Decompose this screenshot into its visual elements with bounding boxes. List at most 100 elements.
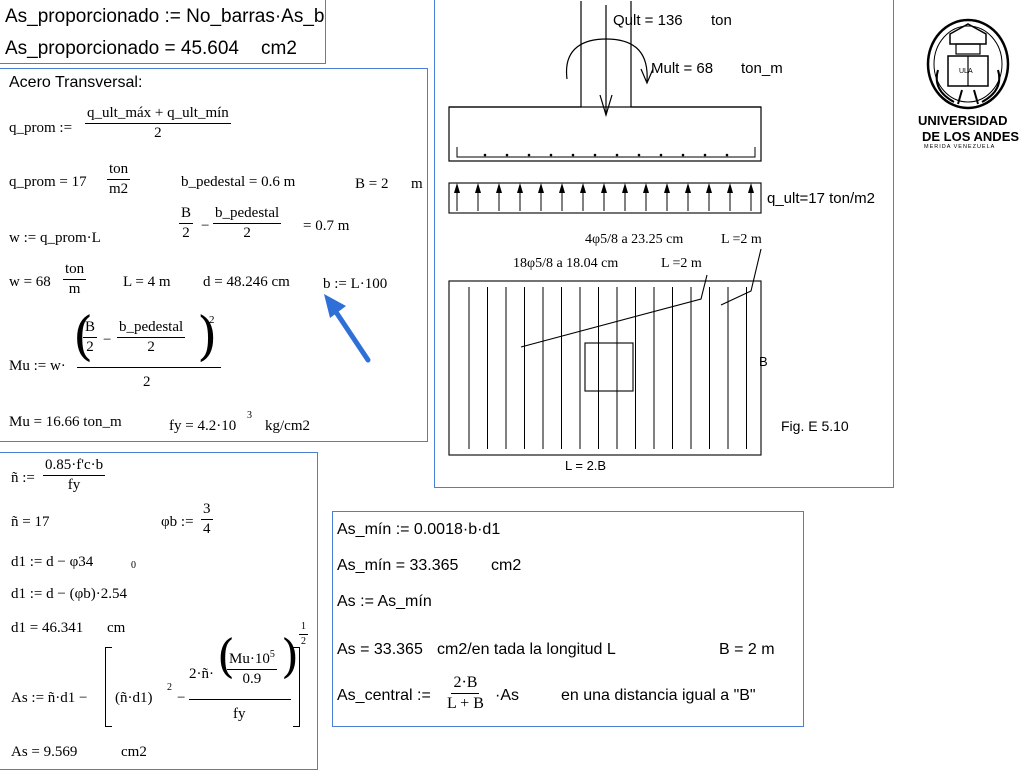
- d1-def-a: d1 := d − φ34: [11, 554, 94, 570]
- w-unit: ton m: [63, 261, 87, 299]
- load-arrows: [454, 183, 754, 211]
- as-mu-exp: 5: [269, 649, 275, 660]
- ula-seal-icon: [926, 18, 1010, 110]
- as-mu-num: Mu·105: [227, 649, 277, 671]
- plan-view: [448, 280, 762, 456]
- as-unit: cm2: [121, 744, 147, 760]
- bottom-L-label: L = 2.B: [565, 458, 607, 473]
- footing-slab: [448, 106, 762, 162]
- mu-bped-den: 2: [147, 339, 155, 356]
- B-value: B = 2: [355, 176, 389, 192]
- B-over-2-den: 2: [182, 225, 190, 242]
- fy-exponent: 3: [247, 410, 252, 421]
- mult-label: Mult = 68: [651, 60, 714, 77]
- qprom-den: 2: [154, 125, 162, 142]
- distributed-load: [448, 182, 762, 214]
- load-arrow: [706, 183, 712, 211]
- minus-sign: −: [201, 218, 210, 234]
- fy-unit: kg/cm2: [265, 418, 310, 434]
- as-value: As = 9.569: [11, 744, 78, 760]
- as-half-den: 2: [301, 635, 306, 647]
- qprom-fraction: q_ult_máx + q_ult_mín 2: [85, 105, 231, 143]
- qult-distributed-label: q_ult=17 ton/m2: [767, 190, 875, 207]
- d1-def-a-sub: 0: [131, 560, 136, 571]
- phib-num: 3: [201, 501, 213, 521]
- mu-left-paren: (: [73, 307, 94, 367]
- as-mu-den: 0.9: [242, 671, 262, 688]
- acero-title: Acero Transversal:: [9, 74, 143, 91]
- mu-value: Mu = 16.66 ton_m: [9, 414, 122, 430]
- phib-lhs: φb :=: [161, 514, 194, 530]
- qult-unit: ton: [711, 12, 732, 29]
- d-value: d = 48.246 cm: [203, 274, 290, 290]
- as-2n: 2·ñ·: [189, 666, 214, 682]
- as-calculation-box: ñ := 0.85·f'c·b fy ñ = 17 φb := 3 4 d1 :…: [0, 452, 318, 770]
- acero-transversal-box: Acero Transversal: q_prom := q_ult_máx +…: [0, 68, 428, 442]
- as-minus: −: [177, 690, 186, 706]
- pedestal: [580, 1, 632, 107]
- b-def: b := L·100: [323, 276, 388, 292]
- as-right-bracket: [293, 647, 300, 727]
- n-value: ñ = 17: [11, 514, 50, 530]
- as-fraction-bar: [189, 699, 291, 700]
- mu-bped-over-2: b_pedestal 2: [117, 319, 186, 357]
- as-half-exponent: 1 2: [299, 621, 308, 647]
- load-arrow: [496, 183, 502, 211]
- qprom-unit: ton m2: [107, 161, 131, 199]
- as-mu-fraction: Mu·105 0.9: [227, 649, 277, 689]
- mu-exponent: 2: [209, 314, 215, 326]
- n-def-lhs: ñ :=: [11, 470, 35, 486]
- as-half-num: 1: [299, 621, 308, 635]
- bar1-label: 4φ5/8 a 23.25 cm: [585, 232, 684, 247]
- as-value-right: As = 33.365: [337, 641, 423, 658]
- mult-unit: ton_m: [741, 60, 783, 77]
- phib-fraction: 3 4: [201, 501, 213, 539]
- qprom-def-lhs: q_prom :=: [9, 120, 73, 136]
- bar1-length: L =2 m: [721, 232, 762, 247]
- n-num: 0.85·f'c·b: [43, 457, 106, 477]
- ula-logo: ULA UNIVERSIDAD DE LOS ANDES MERIDA VENE…: [918, 10, 1019, 150]
- logo-line1: UNIVERSIDAD: [918, 113, 1008, 128]
- side-B-label: B: [759, 354, 768, 369]
- bped-over-2-den: 2: [243, 225, 251, 242]
- moment-arc: [565, 38, 654, 85]
- B-over-2: B 2: [179, 205, 194, 243]
- n-fraction: 0.85·f'c·b fy: [43, 457, 106, 495]
- as-mu-text: Mu·10: [229, 651, 270, 667]
- rebar-dots: [483, 153, 729, 157]
- phib-den: 4: [203, 521, 211, 538]
- qprom-unit-num: ton: [107, 161, 131, 181]
- n-den: fy: [67, 477, 81, 494]
- load-arrow: [475, 183, 481, 211]
- as-nd1-sq: 2: [167, 682, 172, 693]
- as-proporcionado-def: As_proporcionado := No_barras·As_b: [5, 6, 325, 27]
- load-arrow: [559, 183, 565, 211]
- bped-over-2-num: b_pedestal: [213, 205, 282, 225]
- mu-def-lhs: Mu := w·: [9, 358, 66, 374]
- load-arrow: [664, 183, 670, 211]
- footing-diagram: [448, 1, 762, 456]
- central-num: 2·B: [451, 674, 480, 695]
- bped-over-2: b_pedestal 2: [213, 205, 282, 243]
- mu-B-den: 2: [86, 339, 94, 356]
- load-arrow: [601, 183, 607, 211]
- as-fy: fy: [233, 706, 246, 722]
- mu-B-num: B: [83, 319, 98, 339]
- footing-figure-box: Qult = 136 ton Mult = 68 ton_m q_ult=17 …: [434, 0, 894, 488]
- as-def-lhs: As := ñ·d1 −: [11, 690, 88, 706]
- asmin-unit: cm2: [491, 557, 522, 574]
- bar2-label: 18φ5/8 a 18.04 cm: [513, 256, 619, 271]
- mu-right-paren: ): [197, 307, 218, 367]
- as-paren-right: ): [281, 629, 299, 683]
- as-left-bracket: [105, 647, 112, 727]
- figure-caption: Fig. E 5.10: [781, 418, 849, 434]
- w-def: w := q_prom·L: [9, 230, 101, 246]
- leader-lines: [520, 248, 762, 348]
- as-longitud-text: cm2/en tada la longitud L: [437, 641, 616, 658]
- load-arrow: [538, 183, 544, 211]
- mu-B-over-2: B 2: [83, 319, 98, 357]
- load-arrow: [580, 183, 586, 211]
- central-den: L + B: [447, 695, 484, 713]
- logo-book-text: ULA: [959, 68, 973, 75]
- qult-label: Qult = 136: [613, 12, 683, 29]
